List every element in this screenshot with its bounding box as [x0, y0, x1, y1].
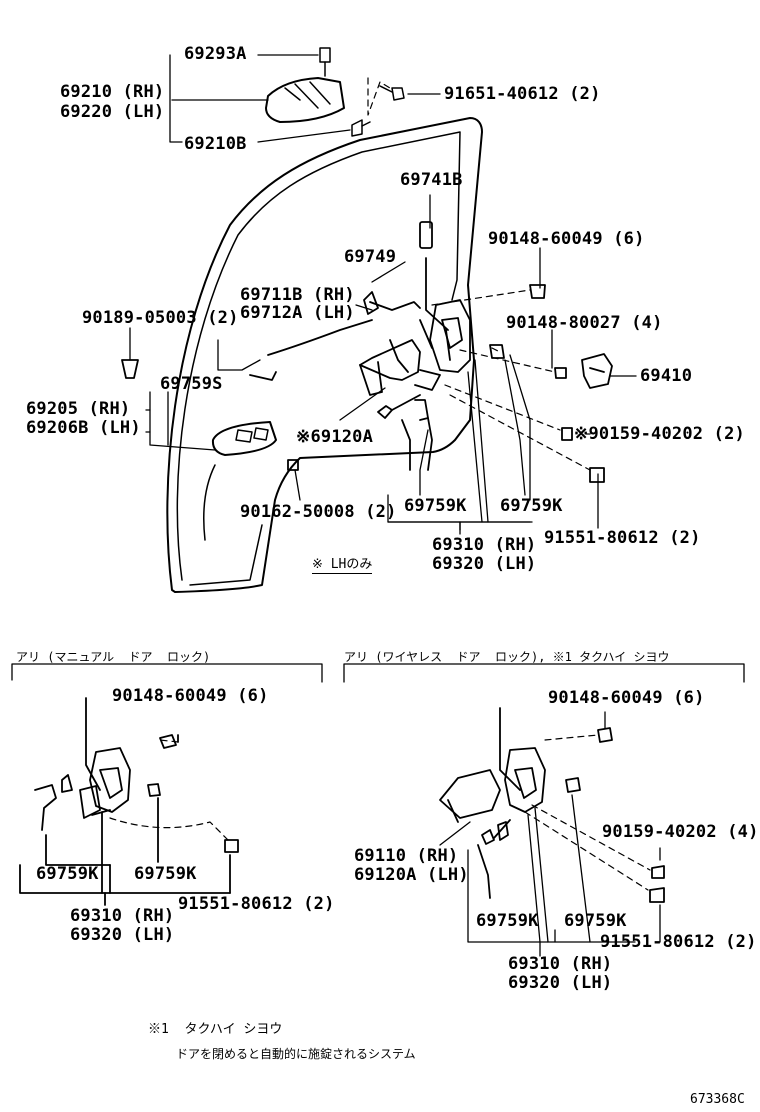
- label-69759K-right-a: 69759K: [476, 911, 539, 931]
- label-69749: 69749: [344, 247, 397, 267]
- right-panel-dashed: [524, 734, 651, 891]
- right-panel-header: アリ (ワイヤレス ドア ロック), ※1 タクハイ シヨウ: [344, 650, 670, 664]
- label-91651: 91651-40612 (2): [444, 84, 601, 104]
- label-69210-rh: 69210 (RH): [60, 82, 165, 102]
- right-panel-lock: [439, 707, 665, 903]
- label-90148-60049-top: 90148-60049 (6): [488, 229, 645, 249]
- label-69210B: 69210B: [184, 134, 247, 154]
- label-69759K-top-a: 69759K: [404, 496, 467, 516]
- label-69741B: 69741B: [400, 170, 463, 190]
- label-90148-60049-left: 90148-60049 (6): [112, 686, 269, 706]
- label-90159-right: 90159-40202 (4): [602, 822, 759, 842]
- diagram-code: 673368C: [690, 1092, 745, 1107]
- label-69320-top: 69320 (LH): [432, 554, 537, 574]
- label-91551-right: 91551-80612 (2): [600, 932, 757, 952]
- label-90148-80027: 90148-80027 (4): [506, 313, 663, 333]
- leader-lines: [129, 54, 637, 531]
- label-69293A: 69293A: [184, 44, 247, 64]
- label-90189: 90189-05003 (2): [82, 308, 239, 328]
- outside-handle: [265, 47, 405, 137]
- right-panel-frame: [343, 663, 745, 683]
- note-lh-only: ※ LHのみ: [312, 557, 373, 574]
- label-69320-left: 69320 (LH): [70, 925, 175, 945]
- door-panel: [166, 117, 483, 593]
- top-brackets: [167, 391, 533, 535]
- left-panel-frame: [11, 663, 323, 683]
- label-69759K-top-b: 69759K: [500, 496, 563, 516]
- label-69759K-left-b: 69759K: [134, 864, 197, 884]
- label-69712A-lh: 69712A (LH): [240, 303, 355, 323]
- left-panel-lock: [19, 697, 239, 906]
- left-panel-dashed: [109, 739, 229, 841]
- label-90148-60049-right: 90148-60049 (6): [548, 688, 705, 708]
- right-panel-leaders: [439, 711, 661, 957]
- label-69205-rh: 69205 (RH): [26, 399, 131, 419]
- label-69120A-lh: 69120A (LH): [354, 865, 469, 885]
- lock-assembly: [121, 221, 613, 483]
- label-69759S: 69759S: [160, 374, 223, 394]
- label-69120A-top: ※69120A: [296, 427, 374, 447]
- label-69206B-lh: 69206B (LH): [26, 418, 141, 438]
- label-90162: 90162-50008 (2): [240, 502, 397, 522]
- label-91551-left: 91551-80612 (2): [178, 894, 335, 914]
- footnote-line2: ドアを閉めると自動的に施錠されるシステム: [176, 1047, 416, 1061]
- label-69320-right: 69320 (LH): [508, 973, 613, 993]
- label-69110-rh: 69110 (RH): [354, 846, 459, 866]
- label-90159-top: ※90159-40202 (2): [574, 424, 745, 444]
- label-69410: 69410: [640, 366, 693, 386]
- left-panel-header: アリ (マニュアル ドア ロック): [16, 650, 211, 664]
- dashed-guides: [367, 77, 591, 471]
- inside-handle: [211, 421, 277, 456]
- label-91551-top: 91551-80612 (2): [544, 528, 701, 548]
- label-69759K-right-b: 69759K: [564, 911, 627, 931]
- label-69310-left: 69310 (RH): [70, 906, 175, 926]
- label-69759K-left-a: 69759K: [36, 864, 99, 884]
- footnote-line1: ※1 タクハイ シヨウ: [148, 1022, 283, 1037]
- label-69310-right: 69310 (RH): [508, 954, 613, 974]
- label-69220-lh: 69220 (LH): [60, 102, 165, 122]
- label-69711B-rh: 69711B (RH): [240, 285, 355, 305]
- label-69310-top: 69310 (RH): [432, 535, 537, 555]
